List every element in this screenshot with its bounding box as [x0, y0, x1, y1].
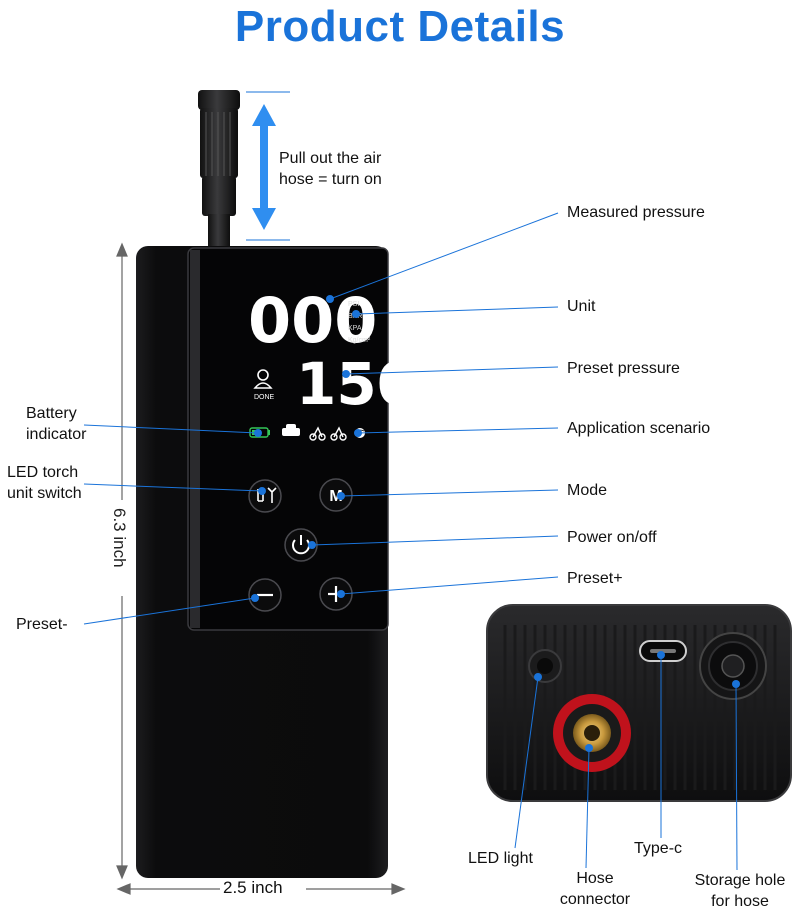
callout-battery-indicator: Battery indicator [26, 403, 86, 445]
hose-note-line-1: Pull out the air [279, 150, 382, 167]
pull-out-arrow [246, 91, 290, 241]
hose-connector-line-1: Hose [576, 870, 614, 887]
callout-preset-pressure: Preset pressure [567, 360, 680, 377]
hose-note-line-2: hose = turn on [279, 171, 382, 188]
measured-pressure-readout: 000 [248, 284, 377, 357]
hose-storage-hole [699, 632, 767, 700]
callout-unit: Unit [567, 298, 596, 315]
height-dimension [116, 242, 128, 880]
callout-leaders [83, 212, 738, 871]
battery-line-2: indicator [26, 426, 87, 443]
callout-hose-connector: Hose connector [556, 868, 634, 910]
inflator-body [136, 246, 389, 878]
callout-dots [251, 295, 740, 752]
led-line-1: LED torch [7, 464, 79, 481]
led-light-lens [528, 649, 562, 683]
unit-psi: PSI [348, 301, 359, 308]
usb-type-c-port[interactable] [639, 640, 687, 662]
mode-button[interactable]: M [319, 478, 353, 512]
user-icon [253, 369, 273, 389]
led-torch-switch-button[interactable] [248, 479, 282, 513]
done-label: DONE [254, 394, 275, 401]
storage-line-2: for hose [711, 893, 769, 910]
callout-application-scenario: Application scenario [567, 420, 711, 437]
callout-power: Power on/off [567, 529, 657, 546]
callout-mode: Mode [567, 482, 608, 499]
callout-type-c: Type-c [634, 840, 683, 857]
battery-line-1: Battery [26, 405, 77, 422]
preset-plus-button[interactable] [319, 577, 353, 611]
width-dimension [116, 883, 406, 895]
callout-measured-pressure: Measured pressure [567, 204, 705, 221]
led-line-2: unit switch [7, 485, 82, 502]
hose-connector-port[interactable] [553, 694, 631, 772]
torch-icon [267, 487, 277, 503]
preset-minus-button[interactable] [248, 578, 282, 612]
height-label: 6.3 inch [110, 508, 129, 568]
callout-preset-plus: Preset+ [567, 570, 623, 587]
page-title: Product Details [234, 2, 566, 51]
storage-line-1: Storage hole [694, 872, 786, 889]
unit-kgcm: Kg/cm² [348, 337, 371, 344]
callout-storage-hole: Storage hole for hose [688, 870, 792, 912]
preset-pressure-readout: 150 [296, 350, 417, 418]
motorbike-icon [309, 426, 326, 441]
callout-preset-minus: Preset- [16, 616, 68, 633]
lcd-display: 000 PSI BAR KPA Kg/cm² 150 DONE [248, 284, 417, 441]
width-label: 2.5 inch [223, 878, 283, 897]
hose-connector-line-2: connector [559, 891, 631, 908]
bicycle-icon [330, 426, 347, 441]
hose-note: Pull out the air hose = turn on [279, 148, 382, 190]
unit-kpa: KPA [348, 325, 362, 332]
car-icon [282, 424, 300, 436]
callout-led-light: LED light [468, 850, 533, 867]
callout-led-torch-switch: LED torch unit switch [7, 462, 82, 504]
air-hose[interactable] [198, 90, 240, 248]
svg-text:M: M [329, 488, 342, 505]
